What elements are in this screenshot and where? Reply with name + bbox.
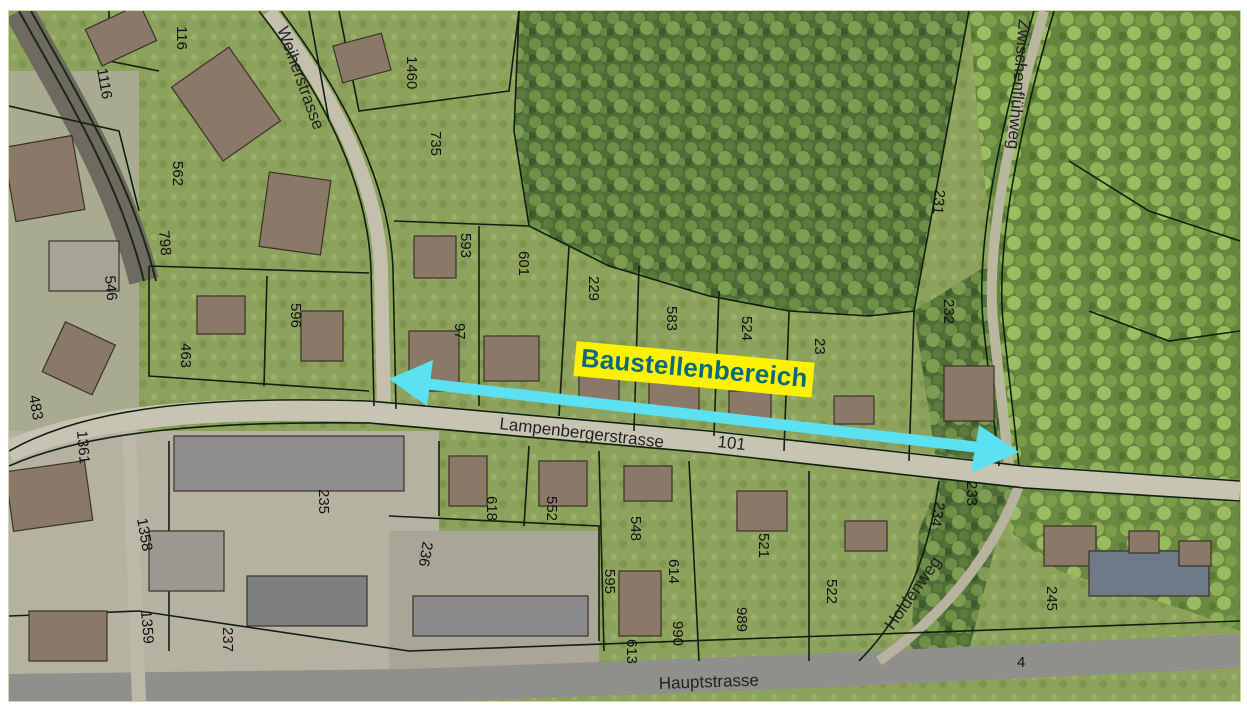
parcel-233: 233 [963, 481, 980, 506]
parcel-1361: 1361 [73, 430, 93, 465]
forest-east [969, 11, 1240, 481]
parcel-596: 596 [287, 303, 304, 328]
parcel-234: 234 [927, 500, 948, 528]
parcel-23: 23 [811, 338, 828, 355]
parcel-521: 521 [755, 533, 772, 558]
parcel-245: 245 [1043, 586, 1060, 611]
parcel-583: 583 [663, 306, 680, 331]
parcel-522: 522 [823, 579, 840, 604]
parcel-235: 235 [315, 489, 332, 514]
forest-west [514, 11, 969, 316]
parcel-601: 601 [515, 251, 532, 276]
parcel-1359: 1359 [137, 610, 157, 645]
parcel-229: 229 [585, 276, 602, 301]
parcel-524: 524 [738, 316, 755, 341]
parcel-1116: 1116 [93, 67, 115, 101]
parcel-1460: 1460 [403, 56, 420, 89]
parcel-595: 595 [601, 569, 618, 594]
parcel-463: 463 [177, 343, 194, 368]
parcel-483: 483 [25, 394, 46, 422]
parcel-548: 548 [627, 516, 644, 541]
parcel-798: 798 [155, 230, 174, 256]
parcel-613: 613 [623, 639, 640, 664]
parcel-546: 546 [101, 275, 120, 301]
parcel-989: 989 [733, 607, 750, 632]
street-lampenberger-number: 101 [717, 432, 747, 454]
parcel-1358: 1358 [133, 517, 156, 553]
road-westvert [122, 430, 146, 701]
parcel-236: 236 [415, 540, 436, 568]
parcel-735: 735 [427, 131, 444, 156]
road-weiher [263, 11, 391, 407]
road-lampenberger [9, 398, 1240, 502]
parcel-552: 552 [543, 496, 560, 521]
road-zwischen [986, 11, 1049, 467]
buildings [9, 11, 1212, 662]
parcel-614: 614 [665, 559, 682, 584]
parcel-237: 237 [219, 627, 236, 652]
road-holden [876, 484, 1024, 666]
construction-area-arrow [389, 360, 1019, 473]
parcel-593: 593 [457, 233, 474, 258]
parcel-97: 97 [451, 323, 468, 340]
parcel-562: 562 [169, 161, 186, 186]
parcel-618: 618 [483, 496, 500, 521]
aerial-map[interactable]: 1460 735 116 1116 562 798 546 463 596 97… [9, 11, 1240, 701]
railway-west-lines [18, 11, 157, 282]
street-haupt: Hauptstrasse [658, 671, 759, 693]
parcel-4: 4 [1017, 654, 1025, 671]
parcel-990: 990 [669, 621, 686, 646]
parcel-232: 232 [940, 299, 957, 324]
parcel-116: 116 [173, 26, 190, 50]
map-frame: 1460 735 116 1116 562 798 546 463 596 97… [8, 10, 1241, 702]
parcel-231: 231 [929, 189, 948, 215]
road-haupt [9, 634, 1240, 701]
